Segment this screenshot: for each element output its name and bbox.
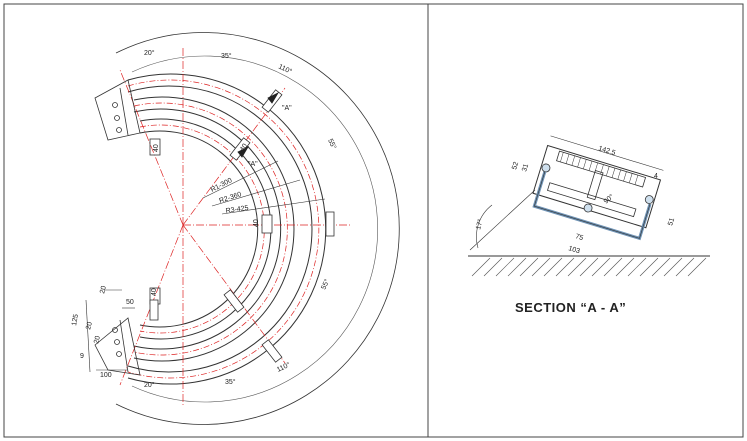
lower-left-dim-100: 100 (100, 372, 112, 379)
rail-band-middle (133, 96, 295, 362)
angle-top-mid: 35° (221, 52, 232, 60)
guide-roller-right (644, 195, 654, 204)
belt-links (560, 152, 639, 185)
angle-bottom-left: 20° (144, 381, 155, 389)
section-dim-4: 4 (654, 173, 658, 180)
plan-view: R1-300 R2-360 R3-425 (71, 32, 400, 425)
outer-dimension-arc (115, 32, 400, 425)
center-spine (586, 170, 604, 201)
lower-left-dim-20c: 20 (93, 335, 102, 344)
lower-left-dim-20a: 20 (99, 285, 108, 294)
radius-label-2: R2-360 (218, 191, 242, 205)
incline-angle-arc (476, 204, 493, 249)
section-mark-lower: "A" (248, 161, 258, 168)
section-dim-incline: 17° (474, 218, 485, 230)
belt-bottom (546, 182, 637, 218)
offset-dim-4: 40 (151, 288, 158, 296)
support-brackets (149, 89, 335, 363)
offset-dim-3: 40 (253, 219, 260, 227)
radius-label-3: R3-425 (225, 205, 249, 215)
offset-dim-1: 40 (153, 144, 160, 152)
radius-label-1: R1-300 (210, 177, 234, 194)
lower-left-dim-50: 50 (126, 299, 134, 306)
ground-hatch (471, 257, 707, 277)
angle-right-lower: 55° (320, 278, 332, 291)
offset-dim-2: 40 (239, 143, 249, 153)
section-dim-31: 31 (521, 163, 530, 173)
angle-bottom-mid: 35° (225, 378, 236, 386)
lower-left-dim-20b: 20 (85, 321, 94, 330)
sheet-border (3, 3, 744, 438)
guide-roller-bottom (583, 203, 593, 213)
lower-left-dim-9: 9 (80, 353, 84, 360)
lower-left-dim-125: 125 (71, 314, 80, 327)
section-title: SECTION “A - A” (515, 300, 626, 315)
rail-band-outer (127, 73, 327, 385)
section-dim-angle90: 90° (602, 192, 615, 205)
section-dim-width: 142.5 (597, 145, 616, 157)
section-cut-arrows (237, 92, 280, 158)
tilted-assembly (532, 135, 664, 241)
section-dim-75: 75 (574, 233, 584, 242)
radius-leaders (202, 160, 326, 215)
section-dim-51: 51 (667, 217, 676, 227)
section-mark-upper: "A" (282, 105, 292, 112)
section-view: 142.5 52 31 4 90° 17° 75 103 51 SECTION … (468, 135, 710, 315)
angle-top-right: 110° (277, 63, 293, 76)
belt-top (556, 150, 647, 188)
lower-left-dim-lines (85, 289, 135, 373)
angle-top-left: 20° (144, 49, 155, 57)
incline-ref-line (469, 189, 536, 251)
section-dim-103: 103 (567, 245, 580, 255)
guide-roller-left (541, 163, 551, 173)
section-dim-52: 52 (511, 161, 520, 171)
top-end-plate (94, 79, 161, 156)
angle-bottom-right: 110° (275, 361, 291, 374)
angle-right-upper: 55° (326, 137, 338, 150)
